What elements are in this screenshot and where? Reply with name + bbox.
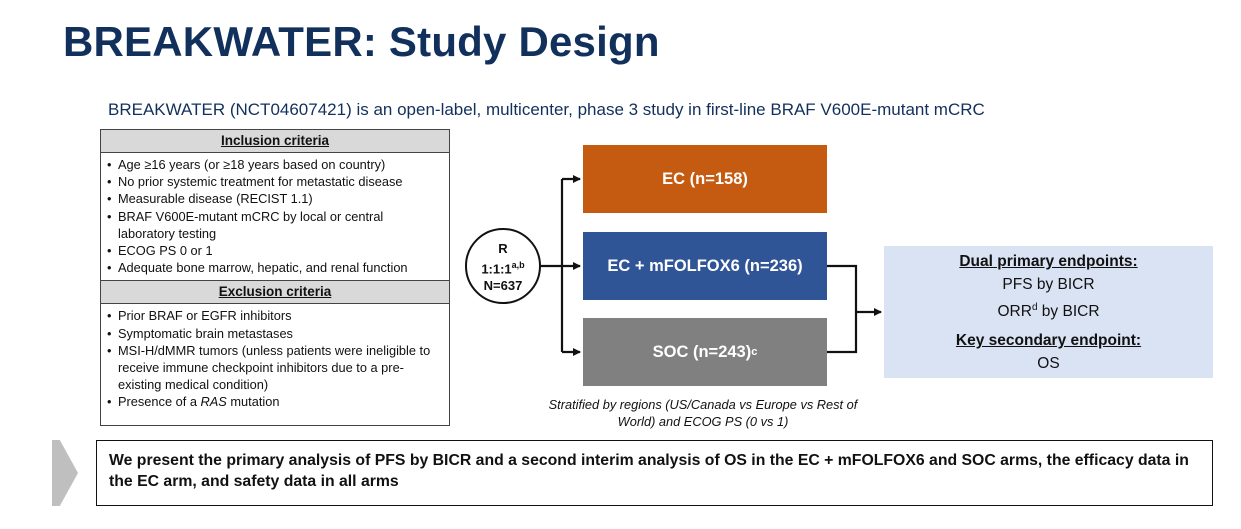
exclusion-list: Prior BRAF or EGFR inhibitors Symptomati… xyxy=(101,304,449,414)
page-title: BREAKWATER: Study Design xyxy=(63,18,660,65)
primary-endpoint-pfs: PFS by BICR xyxy=(1002,276,1095,293)
merge-from-soc xyxy=(827,312,858,354)
randomization-label: R xyxy=(498,241,508,256)
ras-gene-name: RAS xyxy=(200,394,227,410)
inclusion-list: Age ≥16 years (or ≥18 years based on cou… xyxy=(101,153,449,280)
summary-statement: We present the primary analysis of PFS b… xyxy=(96,440,1213,506)
primary-endpoint-orr: ORRd by BICR xyxy=(997,302,1100,321)
endpoints-box: Dual primary endpoints: PFS by BICR ORRd… xyxy=(884,246,1213,378)
exclusion-item: Presence of a RAS mutation xyxy=(107,393,443,410)
exclusion-item: Prior BRAF or EGFR inhibitors xyxy=(107,307,443,324)
primary-endpoints-heading: Dual primary endpoints: xyxy=(959,253,1138,270)
soc-footnote: c xyxy=(751,346,758,358)
exclusion-item: MSI-H/dMMR tumors (unless patients were … xyxy=(107,342,443,394)
inclusion-item: Age ≥16 years (or ≥18 years based on cou… xyxy=(107,156,443,173)
secondary-endpoint-os: OS xyxy=(1037,355,1060,373)
inclusion-item: Measurable disease (RECIST 1.1) xyxy=(107,190,443,207)
merge-from-ec-mfolfox6 xyxy=(827,264,858,312)
secondary-endpoint-heading: Key secondary endpoint: xyxy=(955,332,1142,350)
randomization-n: N=637 xyxy=(483,278,523,294)
inclusion-heading: Inclusion criteria xyxy=(101,130,449,153)
exclusion-item: Symptomatic brain metastases xyxy=(107,325,443,342)
arm-soc: SOC (n=243)c xyxy=(583,318,827,386)
ratio-footnote: a,b xyxy=(511,260,525,270)
arm-ec-mfolfox6: EC + mFOLFOX6 (n=236) xyxy=(583,232,827,300)
inclusion-item: Adequate bone marrow, hepatic, and renal… xyxy=(107,259,443,276)
inclusion-item: ECOG PS 0 or 1 xyxy=(107,242,443,259)
randomization-ratio: 1:1:1a,b xyxy=(481,260,525,277)
arm-ec: EC (n=158) xyxy=(583,145,827,213)
inclusion-item: BRAF V600E-mutant mCRC by local or centr… xyxy=(107,208,443,242)
inclusion-item: No prior systemic treatment for metastat… xyxy=(107,173,443,190)
exclusion-heading: Exclusion criteria xyxy=(101,280,449,305)
criteria-panel: Inclusion criteria Age ≥16 years (or ≥18… xyxy=(100,129,450,426)
randomization-circle: R 1:1:1a,b N=637 xyxy=(465,228,541,304)
stratification-note: Stratified by regions (US/Canada vs Euro… xyxy=(548,397,858,429)
study-description: BREAKWATER (NCT04607421) is an open-labe… xyxy=(108,100,985,119)
